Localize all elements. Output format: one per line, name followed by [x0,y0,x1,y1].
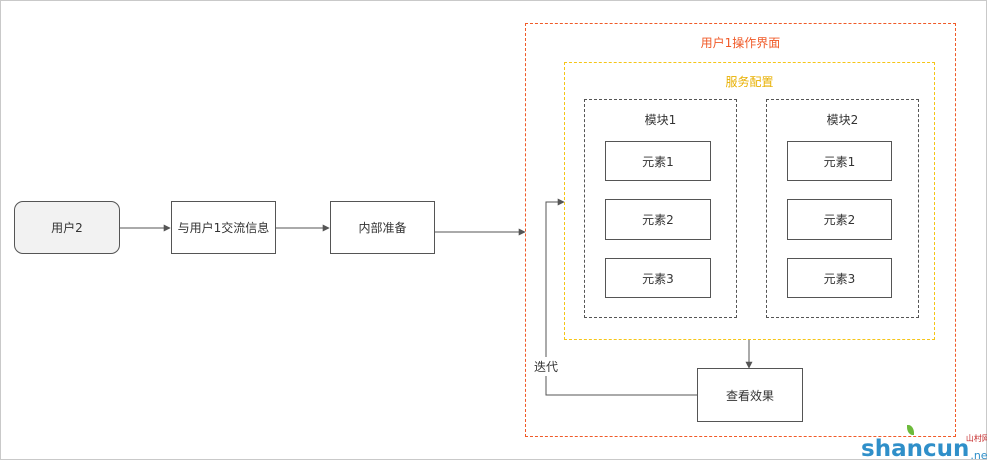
module1-element3[interactable]: 元素3 [605,258,711,298]
group-module1-title: 模块1 [644,113,677,127]
module2-element1[interactable]: 元素1 [787,141,892,181]
module2-element1-label: 元素1 [823,154,856,169]
node-internal-prepare[interactable]: 内部准备 [330,201,435,254]
node-internal-prepare-label: 内部准备 [358,221,407,235]
node-view-effect-label: 查看效果 [725,388,774,403]
edge-label-iterate: 迭代 [533,357,560,376]
group-module1: 模块1 [584,99,737,318]
edge-iterate-loop [545,198,697,396]
group-user1-ui-title: 用户1操作界面 [700,36,781,50]
node-user2[interactable]: 用户2 [14,201,120,254]
module2-element2-label: 元素2 [823,213,856,227]
module1-element2-label: 元素2 [642,213,674,227]
node-view-effect[interactable]: 查看效果 [697,368,803,422]
module1-element1-label: 元素1 [642,154,674,169]
group-module2-title: 模块2 [826,113,859,127]
module1-element2[interactable]: 元素2 [605,199,711,240]
node-exchange-info[interactable]: 与用户1交流信息 [171,201,276,254]
node-exchange-info-label: 与用户1交流信息 [177,221,270,235]
group-user1-ui: 用户1操作界面 [525,23,956,437]
module2-element2[interactable]: 元素2 [787,199,892,240]
module1-element1[interactable]: 元素1 [605,141,711,181]
watermark-cn: 山村网 [965,434,987,443]
module1-element3-label: 元素3 [642,271,674,286]
node-user2-label: 用户2 [51,221,83,235]
group-service-config-title: 服务配置 [725,75,774,89]
module2-element3-label: 元素3 [823,271,856,286]
group-service-config: 服务配置 [564,62,935,340]
group-module2: 模块2 [766,99,919,318]
watermark-logo: shancun .net 山村网 [861,421,987,461]
watermark-suffix: .net [970,449,987,462]
leaf-icon [907,425,914,435]
module2-element3[interactable]: 元素3 [787,258,892,298]
watermark-text: shancun [861,436,970,462]
